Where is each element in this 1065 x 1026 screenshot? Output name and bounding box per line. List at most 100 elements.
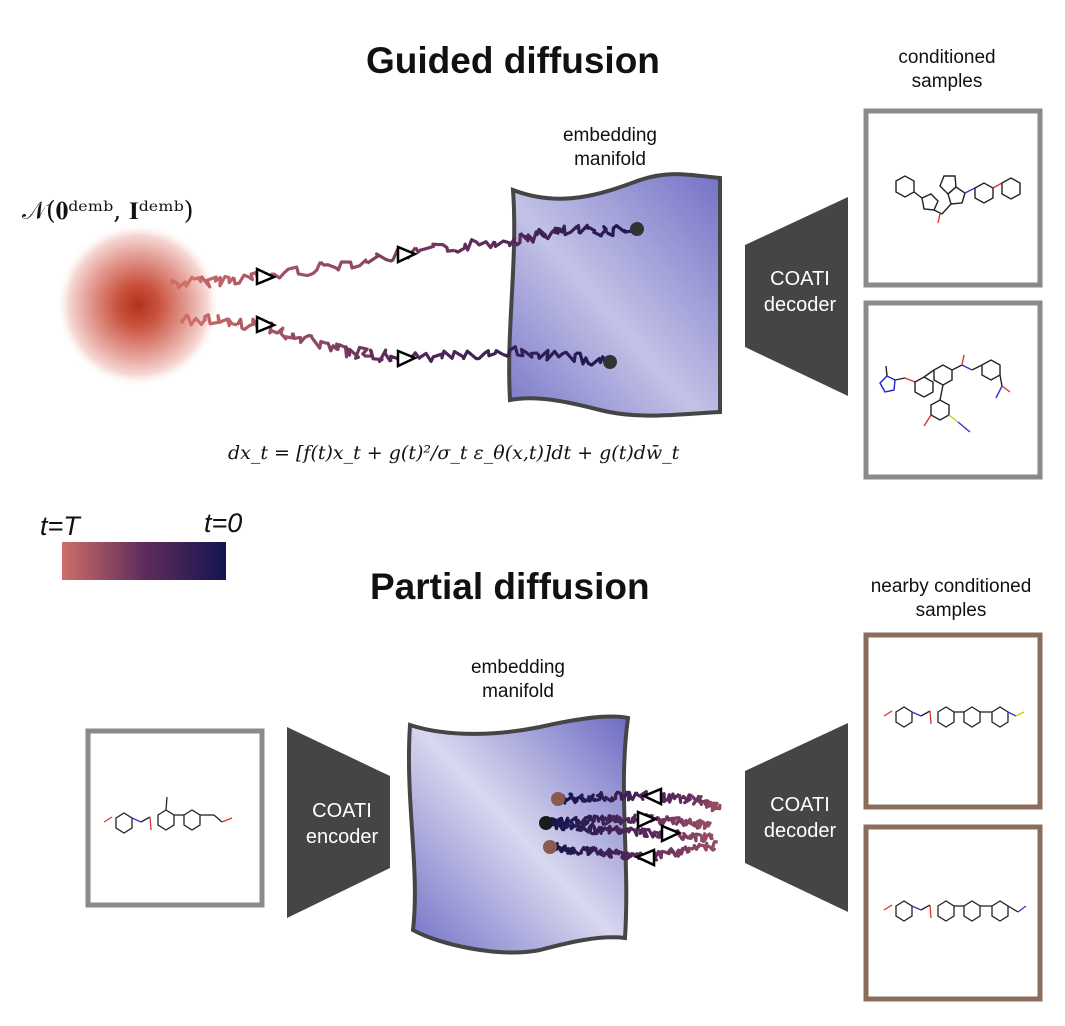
arrow-head-6 [636,810,659,829]
arrow-head-8 [633,848,656,867]
partial-trajectory-3-segment [589,824,606,836]
partial-trajectory-4-segment [601,847,618,859]
legend-colorbar [62,542,226,580]
partial-samples-line-2: samples [915,600,987,621]
partial-trajectory-4-segment [657,847,678,860]
partial-title: Partial diffusion [370,566,650,607]
endpoint-bottom-2 [539,816,553,830]
partial-trajectory-3-segment [688,832,703,843]
partial-trajectory-3-segment [616,826,633,835]
partial-trajectory-3-segment [579,822,594,834]
partial-decoder-line-1: COATI [770,794,830,816]
coati-encoder [287,727,390,918]
molecule-1 [895,175,1021,224]
guided-trajectory-2-segment [202,313,238,328]
embedding-manifold-bottom [406,714,631,955]
guided-decoder-line-2: decoder [763,294,837,316]
guided-trajectory-2-segment [536,348,578,364]
partial-trajectory-3-segment [626,826,645,837]
guided-trajectory-1-segment [492,233,522,248]
guided-trajectory-2-segment [325,341,349,359]
guided-trajectory-1-segment [414,242,455,254]
endpoint-bottom-3 [543,840,557,854]
guided-samples-line-2: samples [911,71,983,92]
arrow-head-7 [660,824,683,843]
partial-manifold-label: embedding manifold [438,656,598,704]
guided-trajectory-1-segment [553,224,581,237]
molecule-4 [883,900,1027,922]
partial-manifold-line-2: manifold [482,681,554,702]
guided-trajectory-2-segment [368,348,393,364]
guided-manifold-label: embedding manifold [530,124,690,172]
coati-decoder-top [745,197,848,396]
partial-trajectory-1-segment [580,793,595,803]
guided-trajectory-2-segment [179,313,208,327]
guided-trajectory-1-segment [319,258,369,272]
partial-trajectory-3-segment [641,827,657,839]
partial-trajectory-4-segment [591,846,607,858]
partial-trajectory-4-segment [621,851,637,861]
partial-manifold-line-1: embedding [470,657,566,678]
guided-title: Guided diffusion [366,40,660,81]
arrow-head-1 [255,267,278,286]
partial-samples-label: nearby conditioned samples [846,575,1056,623]
input-frame [85,728,265,908]
guided-trajectory-1-segment [453,238,496,254]
partial-trajectory-2-segment [680,817,700,830]
partial-trajectory-1-segment [603,790,624,803]
guided-manifold-line-2: manifold [574,149,646,170]
guided-trajectory-1-segment [578,223,609,238]
arrow-head-3 [255,315,278,334]
sample-frame-bottom-2 [863,824,1043,1002]
partial-trajectory-1-segment [709,800,722,813]
molecule-3 [883,706,1025,728]
embedding-manifold-top [507,172,722,418]
partial-trajectory-1-segment [661,792,681,804]
partial-trajectory-3-segment [565,823,583,833]
sample-frame-top-1 [863,108,1043,288]
partial-trajectory-2-segment [622,813,637,824]
prior-label: 𝒩(𝟎ᵈᵉᵐᵇ, 𝐈ᵈᵉᵐᵇ) [22,196,194,225]
arrow-head-4 [396,349,419,368]
partial-trajectory-1-segment [691,794,703,806]
guided-samples-label: conditioned samples [852,46,1042,94]
arrow-head-5 [640,787,663,806]
molecule-2 [879,354,1011,433]
partial-trajectory-4-segment [558,844,576,855]
guided-trajectory-2-segment [343,345,373,360]
encoder-line-1: COATI [312,800,372,822]
partial-samples-line-1: nearby conditioned [870,576,1032,597]
guided-decoder-label: COATI decoder [750,266,850,318]
partial-trajectory-3-segment [677,831,693,842]
guided-trajectory-1-segment [199,274,236,289]
partial-trajectory-4-segment [569,846,583,856]
coati-decoder-bottom [745,723,848,912]
arrow-head-2 [396,245,419,264]
legend-right-label: t=0 [204,508,243,538]
guided-trajectory-1-segment [534,227,560,241]
legend-left-label: t=T [40,511,80,541]
guided-decoder-line-1: COATI [770,268,830,290]
sample-frame-top-2 [863,300,1043,480]
encoder-label: COATI encoder [292,798,392,850]
guided-trajectory-1-segment [170,275,203,290]
sde-equation: dx_t = [f(t)x_t + g(t)²/σ_t ε_θ(x,t)]dt … [228,442,680,464]
encoder-line-2: encoder [305,826,379,848]
guided-trajectory-2-segment [462,349,504,361]
guided-manifold-line-1: embedding [562,125,658,146]
partial-trajectory-4-segment [674,845,692,858]
endpoint-bottom-1 [551,792,565,806]
endpoint-top-2 [603,355,617,369]
guided-trajectory-2-segment [291,332,326,350]
molecule-input [103,796,233,834]
sample-frame-bottom-1 [863,632,1043,810]
partial-trajectory-2-segment [579,814,596,827]
partial-trajectory-1-segment [620,790,638,802]
partial-trajectory-2-segment [611,814,626,826]
guided-trajectory-1-segment [272,261,322,280]
partial-trajectory-4-segment [687,842,702,852]
guided-samples-line-1: conditioned [898,47,996,68]
guided-trajectory-2-segment [419,349,467,364]
